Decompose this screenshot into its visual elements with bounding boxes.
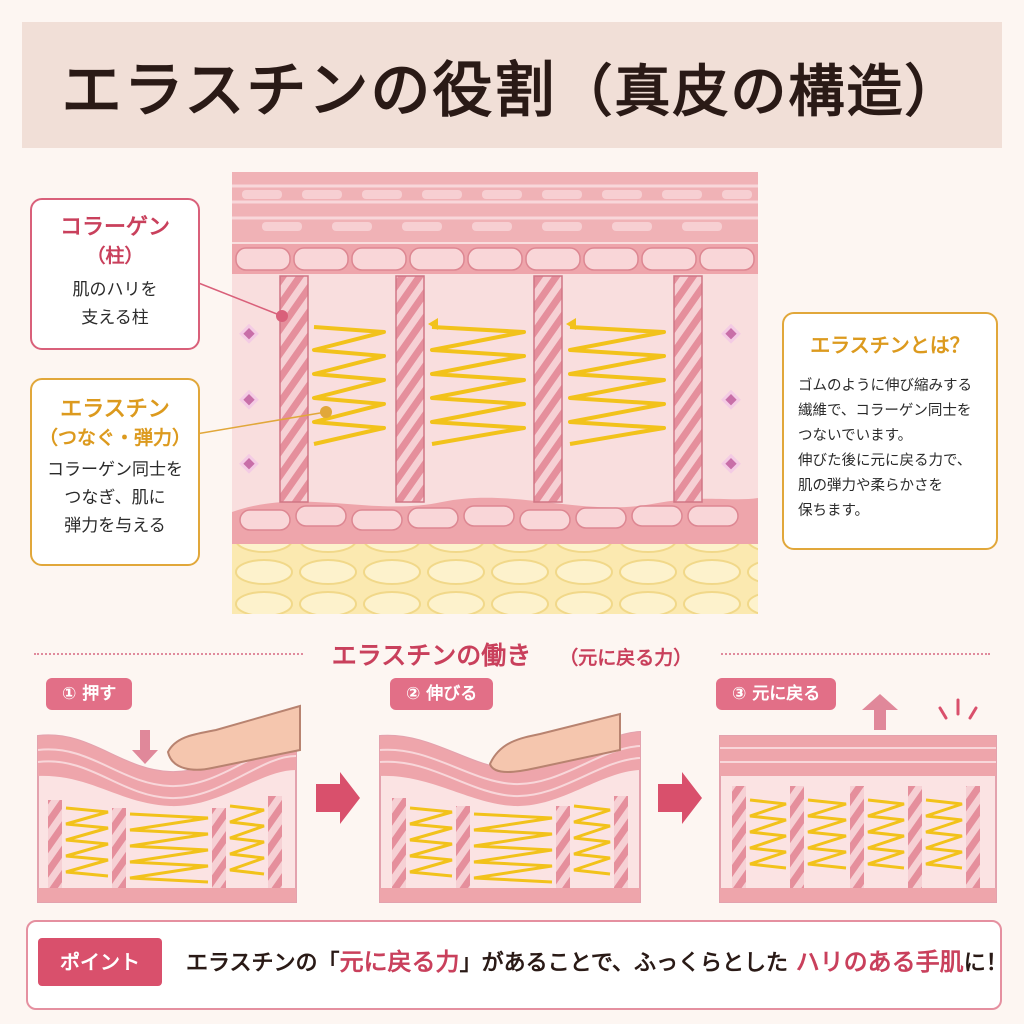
step-label-press: ① 押す (46, 678, 133, 710)
step-panel-stretch (379, 712, 641, 903)
point-label: ポイント (38, 938, 162, 986)
title-main: エラスチンの役割 (61, 55, 557, 126)
point-text: エラスチンの「元に戻る力」があることで、ふっくらとした ハリのある手肌に！ (186, 934, 1008, 990)
step-label-return: ③ 元に戻る (716, 678, 837, 710)
elastin-desc-1: コラーゲン同士を (47, 460, 183, 480)
elastin-desc-3: 弾力を与える (64, 516, 166, 536)
collagen-column (395, 275, 425, 503)
info-line: 肌の弾力や柔らかさを (798, 478, 943, 494)
collagen-callout: コラーゲン （柱） 肌のハリを 支える柱 (30, 198, 200, 350)
dermis-diagram (232, 172, 758, 614)
section-heading: エラスチンの働き（元に戻る力） (0, 636, 1024, 672)
info-line: 伸びた後に元に戻る力で、 (798, 453, 972, 469)
info-line: 保ちます。 (798, 503, 870, 519)
info-body: ゴムのように伸び縮みする 繊維で、コラーゲン同士を つないでいます。 伸びた後に… (798, 374, 982, 524)
title-banner: エラスチンの役割（真皮の構造） (22, 22, 1002, 148)
elastin-info-box: エラスチンとは？ ゴムのように伸び縮みする 繊維で、コラーゲン同士を つないでい… (782, 312, 998, 550)
collagen-columns (279, 275, 703, 503)
point-text-post: に！ (963, 950, 1008, 976)
page-title: エラスチンの役割（真皮の構造） (62, 42, 963, 129)
info-line: つないでいます。 (798, 428, 913, 444)
step-label-stretch: ② 伸びる (390, 678, 494, 710)
section-subtitle: （元に戻る力） (545, 647, 707, 669)
arrow-right-icon (316, 772, 360, 824)
collagen-column (673, 275, 703, 503)
collagen-desc-1: 肌のハリを (72, 280, 158, 300)
diamond-markers (239, 323, 741, 474)
collagen-title: コラーゲン (59, 214, 170, 240)
info-line: 繊維で、コラーゲン同士を (798, 403, 972, 419)
point-box (26, 920, 1002, 1010)
arrow-right-icon (658, 772, 702, 824)
fat-layer (232, 544, 758, 614)
collagen-column (279, 275, 309, 503)
collagen-column (533, 275, 563, 503)
point-highlight-1: 元に戻る力 (339, 947, 460, 976)
point-highlight-2: ハリのある手肌 (795, 947, 964, 976)
finger-icon (166, 704, 301, 771)
elastin-desc-2: つなぎ、肌に (64, 488, 166, 508)
section-title: エラスチンの働き (317, 641, 546, 670)
collagen-sub: （柱） (86, 245, 144, 267)
title-paren: （真皮の構造） (556, 58, 963, 125)
finger-icon (488, 712, 621, 773)
step-panels (37, 694, 997, 903)
elastin-spring (430, 325, 526, 446)
info-line: ゴムのように伸び縮みする (798, 378, 972, 394)
elastin-callout: エラスチン （つなぐ・弾力） コラーゲン同士を つなぎ、肌に 弾力を与える (30, 378, 200, 566)
collagen-desc-2: 支える柱 (81, 308, 149, 328)
step-panel-press (37, 704, 301, 903)
elastin-spring (312, 325, 386, 446)
step-panel-return (719, 694, 997, 903)
point-text-mid: 」があることで、ふっくらとした (459, 950, 796, 976)
point-text-pre: エラスチンの「 (186, 950, 340, 976)
arrow-down-icon (132, 730, 158, 764)
info-title: エラスチンとは？ (810, 333, 970, 357)
epidermis-layer (232, 172, 758, 274)
sparkle-icon (938, 698, 978, 720)
elastin-springs (312, 325, 666, 446)
elastin-title: エラスチン (60, 396, 170, 422)
elastin-spring (568, 325, 666, 446)
elastin-sub: （つなぐ・弾力） (38, 427, 191, 449)
arrow-up-icon (862, 694, 898, 730)
